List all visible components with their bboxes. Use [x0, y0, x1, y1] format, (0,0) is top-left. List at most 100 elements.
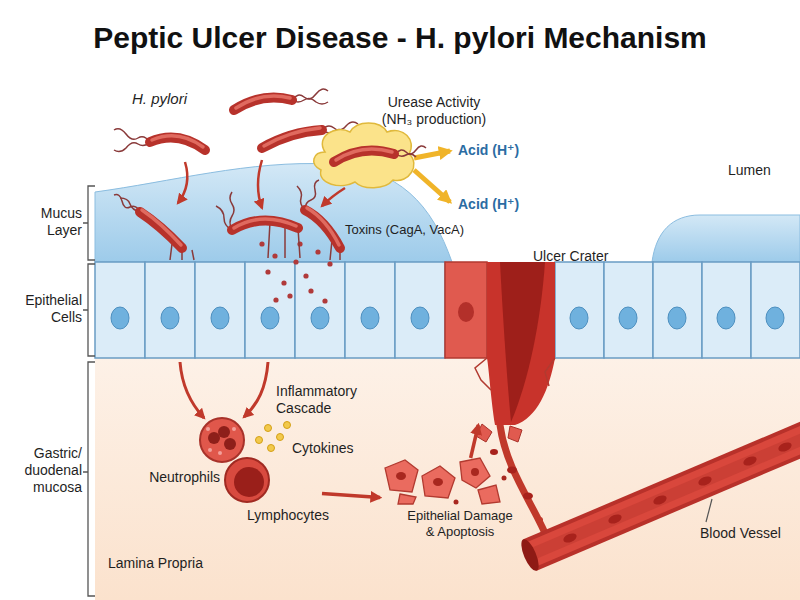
- shape-part: [530, 436, 800, 555]
- toxin-dot: [315, 249, 320, 254]
- damaged-cells: Epithelial Damage & Apoptosis: [380, 458, 540, 548]
- shape-part: [502, 476, 507, 481]
- toxin-dot: [272, 253, 277, 258]
- bacterium-highlight: [234, 219, 296, 228]
- shape-part: [471, 468, 479, 476]
- debris: [508, 426, 522, 442]
- epithelial-cell: [145, 262, 195, 358]
- annotation-label: Lamina Propria: [108, 555, 203, 572]
- epithelial-cell: [604, 262, 653, 358]
- toxin-dot: [273, 297, 278, 302]
- movement-arrow: [322, 188, 345, 206]
- epithelial-cell: [195, 262, 245, 358]
- epithelial-cell: [95, 262, 145, 358]
- nucleus: [717, 307, 735, 329]
- toxin-dot: [265, 269, 270, 274]
- epithelial-cell: [653, 262, 702, 358]
- shape-part: [433, 478, 443, 486]
- annotation-label: Mucus Layer: [20, 205, 82, 239]
- nucleus: [311, 307, 329, 329]
- node-label: Blood Vessel: [700, 525, 800, 542]
- shape-part: [500, 262, 545, 422]
- nucleus: [619, 307, 637, 329]
- blood-drop: [537, 517, 543, 523]
- shape-part: [652, 494, 668, 507]
- blood-vessel: Blood Vessel: [520, 430, 800, 570]
- cytokine: [284, 422, 291, 429]
- shape-part: [208, 448, 212, 452]
- shape-part: [218, 451, 222, 455]
- shape-part: [206, 427, 210, 431]
- shape-part: [232, 427, 236, 431]
- movement-arrows: [178, 160, 345, 418]
- bacterium-highlight: [307, 208, 339, 245]
- blood-cell: [490, 449, 498, 455]
- annotation-label: Gastric/ duodenal mucosa: [8, 445, 82, 495]
- shape-part: [225, 458, 269, 502]
- shape-part: [454, 500, 459, 505]
- mucus-layer: [652, 215, 800, 262]
- shape-part: [396, 472, 406, 480]
- cytokine: [268, 445, 275, 452]
- shape-part: [218, 426, 230, 438]
- toxin-dot: [327, 261, 332, 266]
- node-label: Lymphocytes: [247, 507, 342, 524]
- debris: [476, 424, 492, 442]
- shape-part: [224, 438, 236, 450]
- epithelial-cell: [702, 262, 751, 358]
- nucleus: [211, 307, 229, 329]
- nucleus: [668, 307, 686, 329]
- shape-part: [487, 262, 555, 425]
- epithelial-cell: [751, 262, 800, 358]
- shape-part: [530, 436, 800, 555]
- shape-part: [234, 467, 264, 497]
- acid-arrow: [414, 151, 450, 158]
- epithelial-cell: [395, 262, 445, 358]
- annotation-label: Inflammatory Cascade: [276, 383, 376, 417]
- acid-arrow: [414, 170, 450, 202]
- shape-part: [742, 455, 758, 468]
- node-label: Urease Activity (NH₃ production): [373, 94, 495, 128]
- shape-part: [208, 432, 220, 444]
- leader-line: [706, 499, 712, 522]
- layer-bracket: [83, 264, 95, 356]
- shape-part: [200, 418, 244, 462]
- epithelial-cell: [345, 262, 395, 358]
- brackets: [83, 186, 95, 596]
- shape-part: [398, 494, 416, 504]
- toxin-dot: [322, 298, 327, 303]
- flagellum: [292, 98, 328, 104]
- bacteria: [140, 98, 340, 248]
- epithelial-cell: [295, 262, 345, 358]
- flagellum: [114, 142, 150, 152]
- lymphocyte-cell: Lymphocytes: [222, 455, 322, 525]
- shape-part: [562, 532, 578, 545]
- shape-part: [530, 436, 800, 555]
- bacterium-highlight: [152, 136, 203, 147]
- bacterium-highlight: [264, 128, 320, 146]
- shape-part: [478, 485, 500, 504]
- toxin-dot: [303, 273, 308, 278]
- annotation-label: Epithelial Cells: [8, 292, 82, 326]
- toxin-dot: [281, 280, 286, 285]
- nucleus: [361, 307, 379, 329]
- toxin-dot: [308, 288, 313, 293]
- movement-arrow: [258, 160, 262, 208]
- node-label: Neutrophils: [140, 469, 220, 486]
- node-label: Epithelial Damage & Apoptosis: [404, 508, 516, 539]
- cascade-arrow: [244, 362, 268, 417]
- annotation-label: Acid (H⁺): [458, 196, 519, 213]
- bacteria-highlight: [142, 96, 339, 245]
- cascade-arrow: [180, 362, 204, 418]
- node-label: Ulcer Crater: [533, 248, 643, 265]
- toxin-dot: [287, 293, 292, 298]
- shape-part: [475, 358, 491, 390]
- cytokine-dots: [256, 422, 291, 452]
- blood-cell: [523, 493, 533, 500]
- shape-part: [697, 475, 713, 488]
- flow-arrow: [322, 494, 380, 498]
- shape-part: [518, 537, 542, 573]
